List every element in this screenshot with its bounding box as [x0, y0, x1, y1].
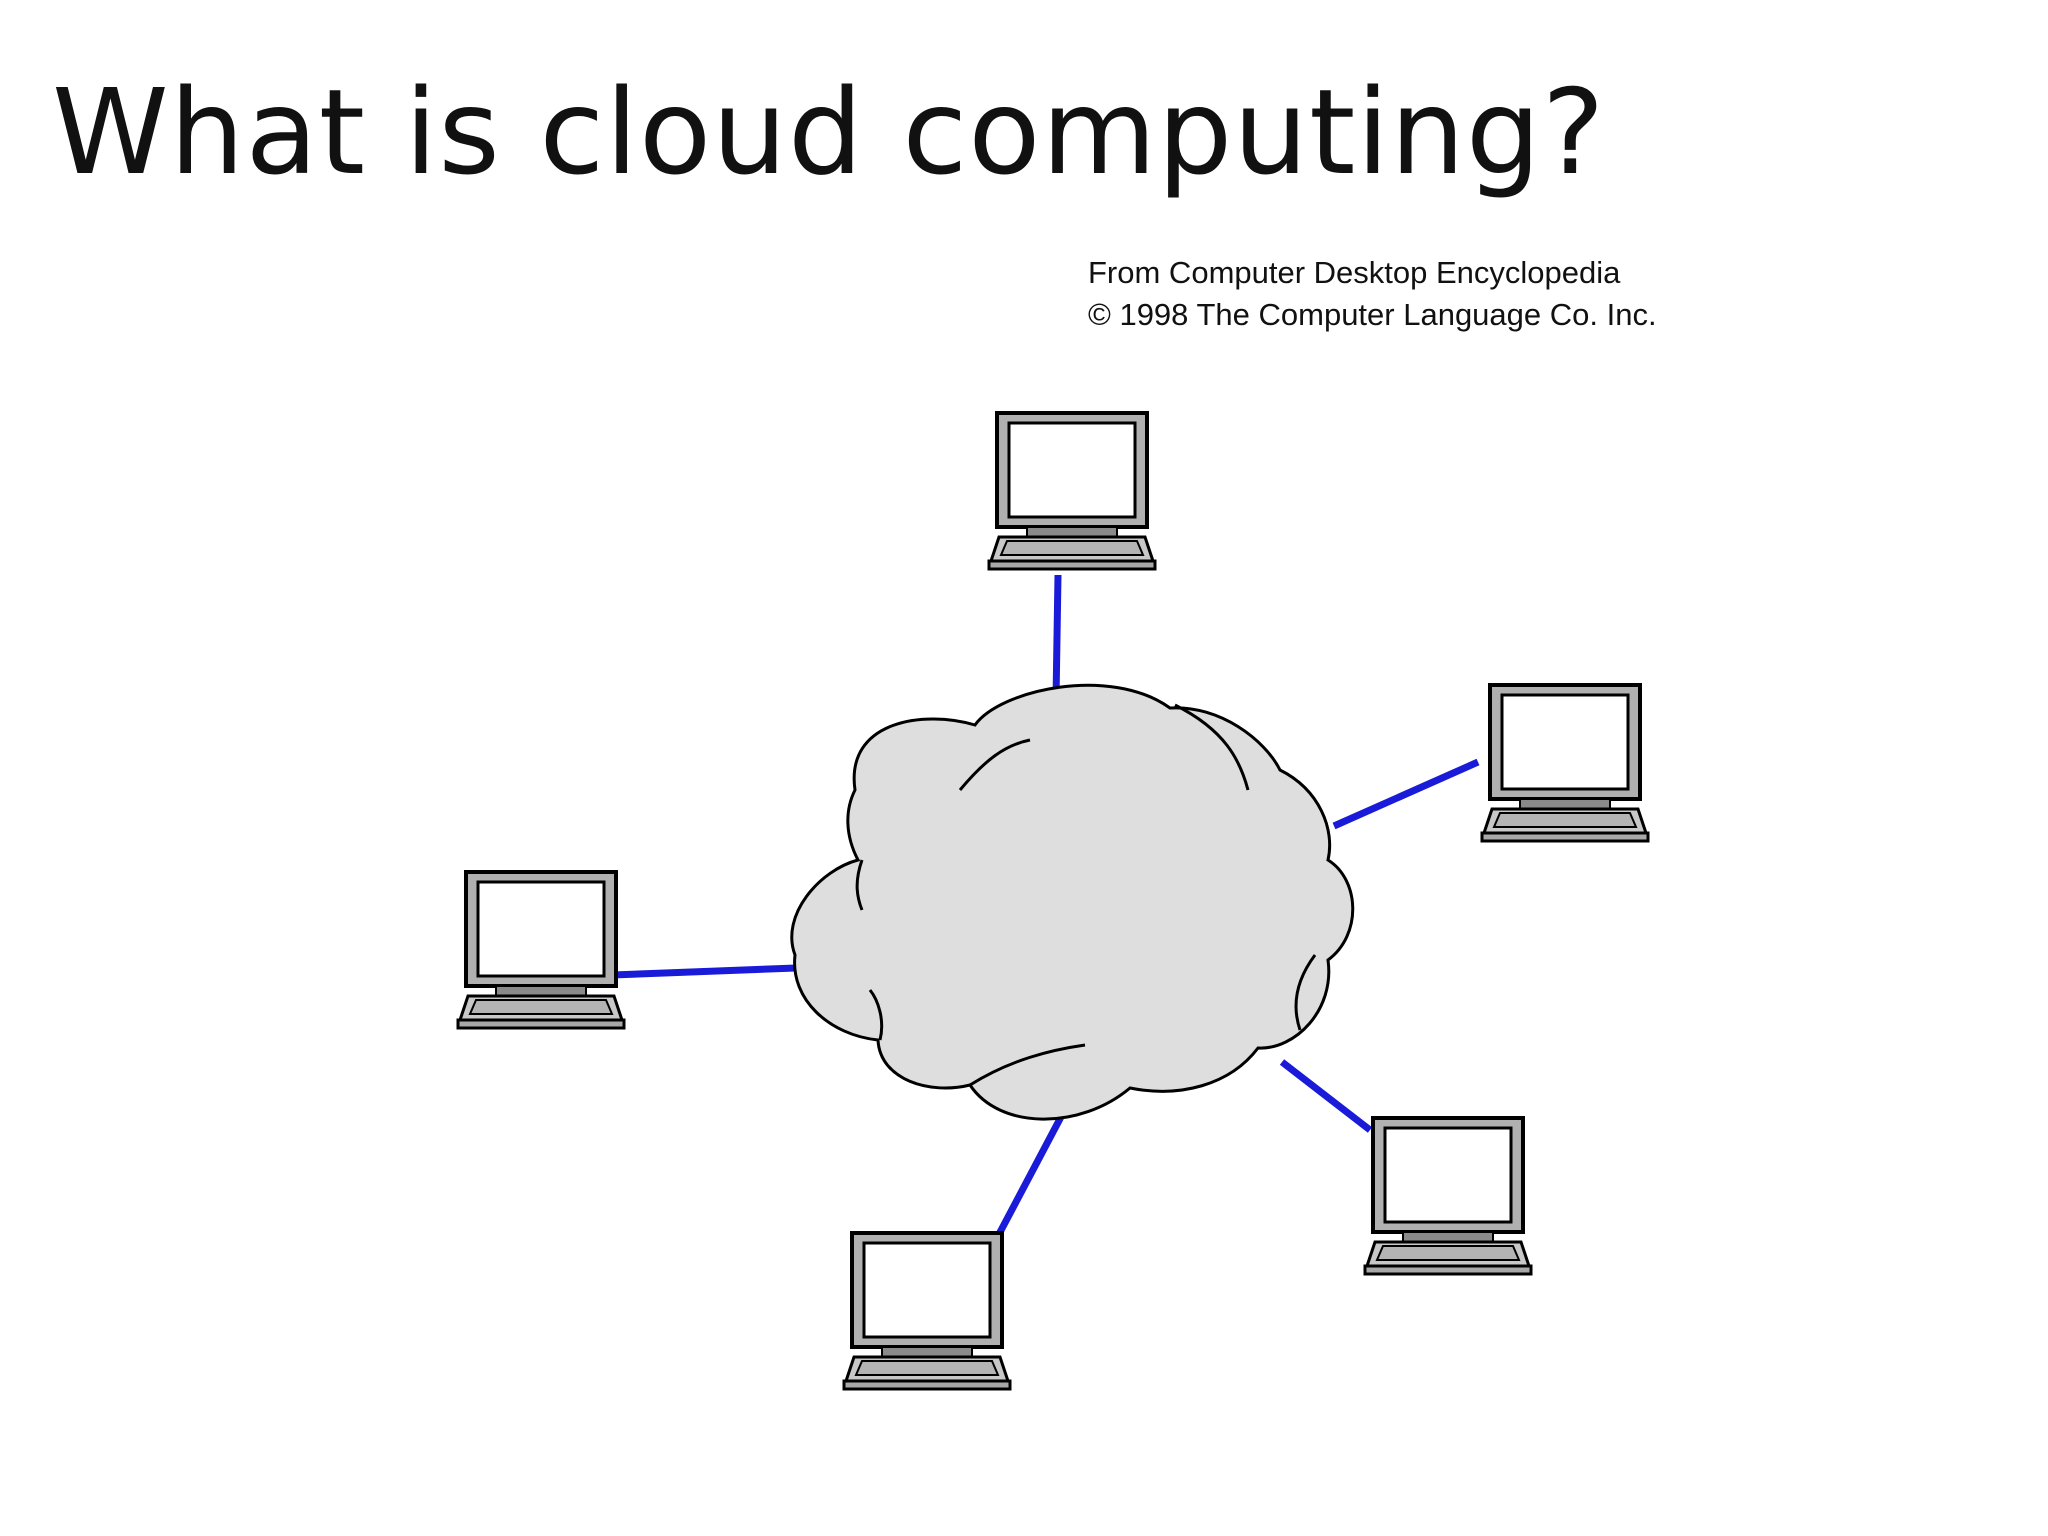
credit-line-copyright: © 1998 The Computer Language Co. Inc. [1088, 297, 1657, 332]
credit-line-source: From Computer Desktop Encyclopedia [1088, 255, 1621, 290]
computer-bottom-icon [842, 1231, 1012, 1391]
computer-bottom-right-icon [1363, 1116, 1533, 1276]
network-links [611, 574, 1480, 1238]
computer-left-icon [456, 870, 626, 1030]
cloud-icon [790, 683, 1355, 1121]
computer-top-icon [987, 411, 1157, 571]
source-credit: From Computer Desktop Encyclopedia © 199… [1088, 252, 1657, 336]
link-bottom-right [1279, 1059, 1373, 1133]
link-top [1052, 574, 1062, 701]
link-right [1332, 758, 1480, 830]
computer-right-icon [1480, 683, 1650, 843]
link-bottom [994, 1113, 1066, 1238]
slide-title: What is cloud computing? [52, 63, 1606, 201]
link-left [611, 964, 797, 979]
